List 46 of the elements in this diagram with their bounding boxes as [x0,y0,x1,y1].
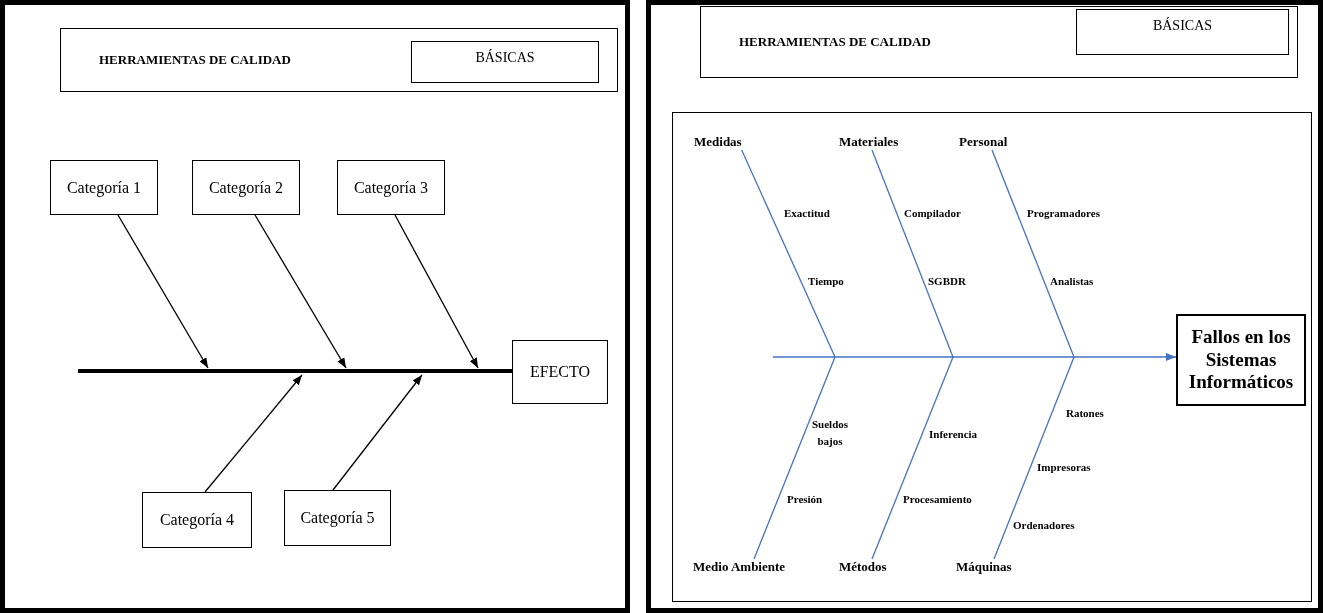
fishbone-line [871,149,954,358]
fishbone-line [741,149,836,358]
cause-label: Sueldos bajos [810,417,850,449]
category-label: Personal [959,134,1008,150]
fishbone-line [78,369,512,373]
arrow [772,353,1177,361]
cause-label: SGBDR [928,274,966,289]
cause-label: Inferencia [929,427,978,442]
cause-label: Ratones [1066,406,1104,421]
arrow [204,374,303,493]
arrow [254,214,347,369]
fishbone-line [753,356,836,560]
header-title: HERRAMIENTAS DE CALIDAD [739,34,931,50]
effect-box: EFECTO [512,340,608,404]
arrow [117,214,209,369]
category-box: Categoría 4 [142,492,252,548]
diagram-frame [672,112,1312,602]
arrow [332,374,423,491]
cause-label: Ordenadores [1013,518,1075,533]
cause-label: Procesamiento [903,492,972,507]
cause-label: Tiempo [808,274,844,289]
header-box [60,28,618,92]
category-label: Medio Ambiente [693,559,786,575]
cause-label: Presión [787,492,823,507]
cause-label: Impresoras [1037,460,1091,475]
category-label: Métodos [839,559,887,575]
effect-box: Fallos en los Sistemas Informáticos [1176,314,1306,406]
category-label: Medidas [694,134,742,150]
cause-label: Exactitud [784,206,830,221]
category-label: Máquinas [956,559,1012,575]
header-box [700,6,1298,78]
category-label: Materiales [839,134,899,150]
category-box: Categoría 1 [50,160,158,215]
fishbone-line [993,356,1075,560]
cause-label: Analistas [1050,274,1094,289]
arrow [394,214,479,369]
category-box: Categoría 2 [192,160,300,215]
cause-label: Programadores [1027,206,1100,221]
tag-box: BÁSICAS [411,41,599,83]
header-title: HERRAMIENTAS DE CALIDAD [99,52,291,68]
cause-label: Compilador [904,206,961,221]
category-box: Categoría 5 [284,490,391,546]
category-box: Categoría 3 [337,160,445,215]
fishbone-line [991,149,1075,358]
fishbone-line [871,356,954,560]
tag-box: BÁSICAS [1076,9,1289,55]
